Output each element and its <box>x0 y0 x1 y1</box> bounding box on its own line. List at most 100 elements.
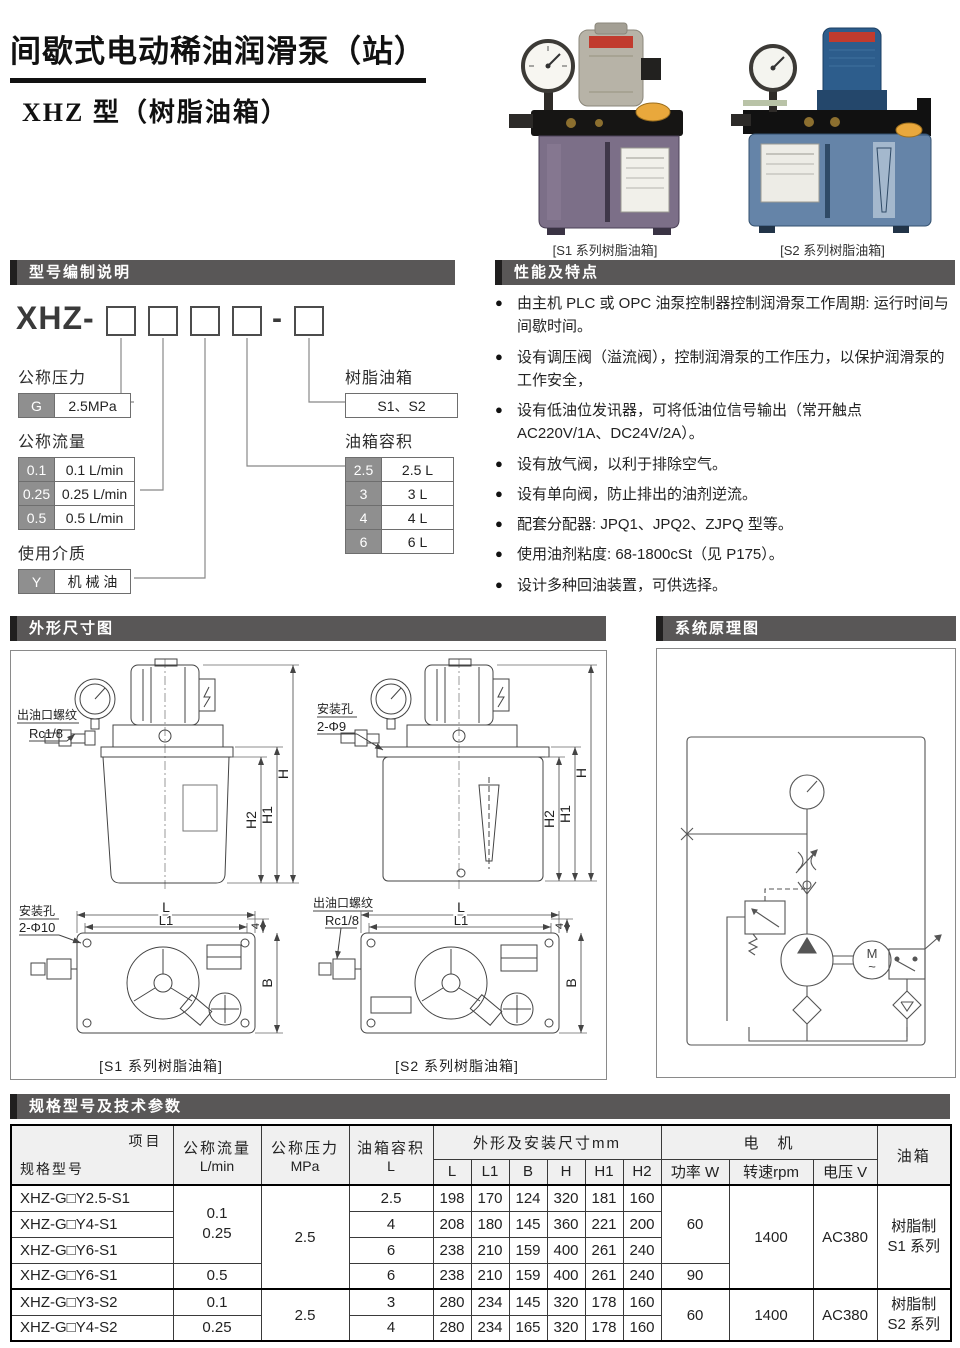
s2-front-view <box>340 658 550 889</box>
legend-tank-label: 树脂油箱 <box>345 370 414 387</box>
dim-l1: 210 <box>470 1262 510 1290</box>
group-header-motor: 电 机 <box>660 1124 878 1160</box>
dim-h: 400 <box>546 1262 586 1290</box>
legend-medium: 使用介质 Y 机 械 油 <box>18 540 131 594</box>
dim-h1: 261 <box>584 1262 624 1290</box>
dim-h2: 240 <box>622 1236 662 1264</box>
model-cell: XHZ-G□Y2.5-S1 <box>10 1184 174 1212</box>
dim-l: 198 <box>432 1184 472 1212</box>
legend-row: 3 3 L <box>345 481 454 506</box>
speed-cell: 1400 <box>728 1288 814 1342</box>
capacity-code-2: 4 <box>345 505 382 530</box>
speed-cell: 1400 <box>728 1184 814 1290</box>
s1-pressure-gauge <box>521 39 575 112</box>
feature-item: 由主机 PLC 或 OPC 油泵控制器控制润滑泵工作周期: 运行时间与间歇时间。 <box>495 292 957 339</box>
model-cell: XHZ-G□Y3-S2 <box>10 1288 174 1316</box>
legend-row: 0.1 0.1 L/min <box>18 457 135 482</box>
legend-pressure: 公称压力 G 2.5MPa <box>18 364 131 418</box>
col-header-power: 功率 W <box>660 1158 730 1186</box>
svg-text:4: 4 <box>554 923 566 929</box>
section-title-spec-table: 规格型号及技术参数 <box>10 1094 950 1119</box>
legend-capacity: 油箱容积 2.5 2.5 L 3 3 L 4 4 L 6 6 L <box>345 428 454 554</box>
tank-value: S1、S2 <box>345 393 458 418</box>
capacity-code-3: 6 <box>345 529 382 554</box>
s2-filler-cap <box>895 122 923 138</box>
flow-value-0: 0.1 L/min <box>54 457 135 482</box>
capacity-value-2: 4 L <box>381 505 454 530</box>
level-switch-symbol <box>888 934 942 1037</box>
voltage-cell: AC380 <box>812 1288 878 1342</box>
feature-item: 设有低油位发讯器，可将低油位信号输出（常开触点 AC220V/1A、DC24V/… <box>495 399 957 446</box>
dim-l1: 180 <box>470 1210 510 1238</box>
svg-text:出油口螺纹: 出油口螺纹 <box>17 708 77 722</box>
dim-l1: 234 <box>470 1288 510 1316</box>
svg-text:H1: H1 <box>259 806 275 824</box>
flow-cell: 0.25 <box>172 1314 262 1342</box>
system-schematic: M ~ <box>680 736 942 1046</box>
legend-row: Y 机 械 油 <box>18 569 131 594</box>
model-prefix: XHZ- <box>16 300 95 336</box>
s1-motor <box>578 22 661 107</box>
power-cell: 60 <box>660 1288 730 1342</box>
model-code-box-3 <box>190 306 220 336</box>
col-header-l1: L1 <box>470 1158 510 1186</box>
svg-text:B: B <box>259 978 275 987</box>
capacity-cell: 2.5 <box>348 1184 434 1212</box>
col-header-voltage: 电压 V <box>812 1158 878 1186</box>
pump-symbol <box>780 933 834 987</box>
s2-top-view <box>318 932 560 1034</box>
col-header-h2: H2 <box>622 1158 662 1186</box>
dim-h1: 178 <box>584 1314 624 1342</box>
s2-product-photo <box>731 27 932 233</box>
spec-table-wrap: 项目 规格型号 公称流量 L/min 公称压力 MPa 油箱容积 L <box>10 1124 953 1342</box>
flow-value-2: 0.5 L/min <box>54 505 135 530</box>
table-row: XHZ-G□Y2.5-S1 0.1 0.25 2.5 2.5 198 170 1… <box>10 1184 952 1290</box>
s2-drawing-caption: [S2 系列树脂油箱] <box>395 1058 519 1074</box>
s2-tank <box>748 122 932 233</box>
legend-flow: 公称流量 0.1 0.1 L/min 0.25 0.25 L/min 0.5 0… <box>18 428 135 530</box>
dim-l1: 234 <box>470 1314 510 1342</box>
dim-b: 165 <box>508 1314 548 1342</box>
model-code-box-4 <box>232 306 262 336</box>
dim-l: 238 <box>432 1262 472 1290</box>
legend-flow-label: 公称流量 <box>18 434 87 451</box>
motor-label: M <box>867 946 878 961</box>
flow-code-2: 0.5 <box>18 505 55 530</box>
page-subtitle: XHZ 型（树脂油箱） <box>22 98 289 127</box>
col-header-l: L <box>432 1158 472 1186</box>
capacity-cell: 3 <box>348 1288 434 1316</box>
dimension-drawings-box: 出油口螺纹 Rc1/8 H H1 H2 <box>10 650 607 1080</box>
relief-valve-symbol <box>726 888 805 1021</box>
filter-symbol <box>792 995 822 1025</box>
s1-top-view <box>30 932 256 1034</box>
model-dash: - <box>272 302 282 335</box>
dim-b: 145 <box>508 1210 548 1238</box>
dim-h2: 240 <box>622 1262 662 1290</box>
table-row: XHZ-G□Y6-S1 0.5 6 238 210 159 400 261 24… <box>10 1262 951 1290</box>
legend-row: G 2.5MPa <box>18 393 131 418</box>
s1-front-outlet-label: 出油口螺纹 Rc1/8 <box>17 708 79 742</box>
tank-cell: 树脂制 S2 系列 <box>876 1288 952 1342</box>
dim-l: 238 <box>432 1236 472 1264</box>
group-header-dimensions: 外形及安装尺寸mm <box>432 1124 662 1160</box>
legend-row: S1、S2 <box>345 393 458 418</box>
corner-model-label: 规格型号 <box>20 1161 84 1177</box>
schematic-box: M ~ <box>656 648 956 1078</box>
voltage-cell: AC380 <box>812 1184 878 1290</box>
check-valve-symbol <box>797 880 817 895</box>
table-row: XHZ-G□Y4-S1 4 208 180 145 360 221 200 <box>10 1210 951 1238</box>
s1-dimension-drawing: 出油口螺纹 Rc1/8 H H1 H2 <box>17 658 299 1034</box>
s1-label-sticker <box>620 147 670 213</box>
flow-code-0: 0.1 <box>18 457 55 482</box>
s2-pressure-gauge <box>743 44 797 112</box>
flow-value-1: 0.25 L/min <box>54 481 135 506</box>
page-title: 间歇式电动稀油润滑泵（站） <box>10 26 426 83</box>
dim-b: 159 <box>508 1262 548 1290</box>
s2-front-dimensions: H H1 H2 <box>497 664 597 882</box>
model-code-diagram: XHZ- - 公称压力 G 2.5MPa 公称流量 0.1 0.1 L/min <box>10 294 470 602</box>
section-title-features: 性能及特点 <box>495 260 955 285</box>
model-code-box-1 <box>106 306 136 336</box>
s1-top-dimensions: L L1 4 B <box>76 898 283 1034</box>
svg-text:H1: H1 <box>557 805 573 823</box>
feature-item: 设有放气阀，以利于排除空气。 <box>495 453 957 476</box>
